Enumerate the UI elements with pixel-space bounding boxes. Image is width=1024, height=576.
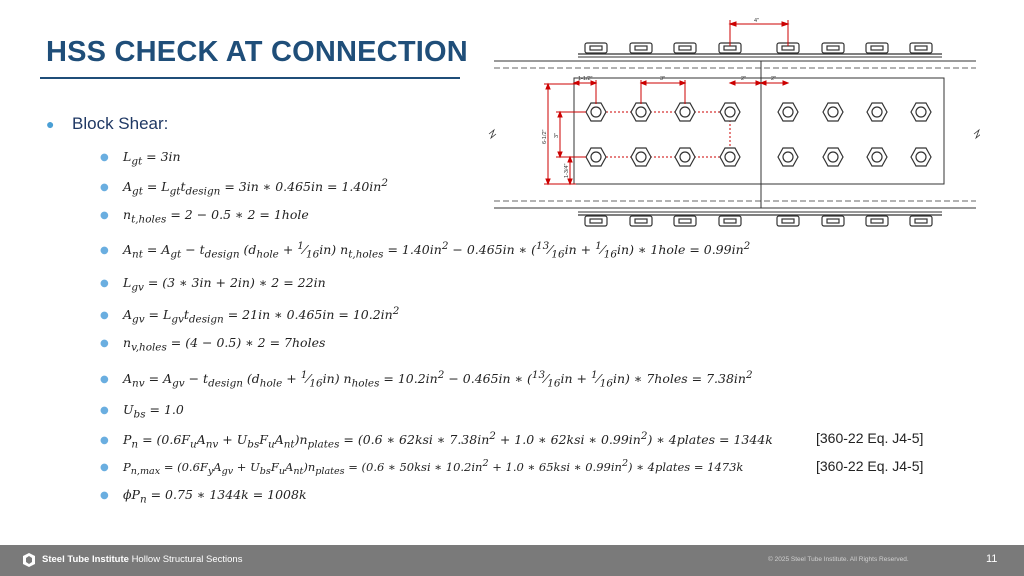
- equation-item: ●Pn,max = (0.6FyAgv + UbsFuAnt)nplates =…: [100, 458, 744, 478]
- dim-vertical-edge: 1-3/4": [564, 163, 570, 178]
- equation-item: ●Agv = Lgvtdesign = 21in ∗ 0.465in = 10.…: [100, 305, 400, 326]
- equation-item: ●nt,holes = 2 − 0.5 ∗ 2 = 1hole: [100, 207, 309, 226]
- footer-brand: Steel Tube Institute Hollow Structural S…: [42, 554, 242, 565]
- footer-brand-rest: Hollow Structural Sections: [131, 554, 243, 565]
- dim-top-spacing: 4": [754, 18, 759, 24]
- connection-diagram: 4" 1-1/2" 3" 2" 2" 6-1/2" 3" 1-3/4": [488, 18, 980, 227]
- equation-item: ●Agt = Lgttdesign = 3in ∗ 0.465in = 1.40…: [100, 177, 388, 198]
- main-bullet: ● Block Shear:: [46, 114, 168, 134]
- dim-edge-distance: 1-1/2": [578, 76, 593, 82]
- bullet-dot-icon: ●: [46, 116, 55, 132]
- dim-vertical-total: 6-1/2": [542, 129, 548, 144]
- footer-bar: Steel Tube Institute Hollow Structural S…: [0, 545, 1024, 576]
- equation-item: ●Lgv = (3 ∗ 3in + 2in) ∗ 2 = 22in: [100, 275, 326, 294]
- reference-label: [360-22 Eq. J4-5]: [816, 430, 924, 446]
- bolt-pattern: [585, 102, 932, 167]
- dimension-lines: [544, 20, 790, 186]
- bottom-bolt-row: [584, 215, 933, 227]
- main-bullet-label: Block Shear:: [72, 114, 169, 133]
- equation-item: ●nv,holes = (4 − 0.5) ∗ 2 = 7holes: [100, 335, 326, 354]
- reference-label: [360-22 Eq. J4-5]: [816, 458, 924, 474]
- sti-logo-icon: [23, 553, 35, 567]
- slide-title: HSS CHECK AT CONNECTION: [46, 36, 468, 68]
- dim-gap-right: 2": [771, 76, 776, 82]
- footer-brand-bold: Steel Tube Institute: [42, 554, 129, 565]
- equation-item: ●Pn = (0.6FuAnv + UbsFuAnt)nplates = (0.…: [100, 430, 773, 451]
- dim-pitch: 3": [660, 76, 665, 82]
- equation-item: ●Ant = Agt − tdesign (dhole + 1⁄16in) nt…: [100, 240, 751, 261]
- title-underline: [40, 77, 460, 79]
- equation-item: ●Ubs = 1.0: [100, 402, 184, 421]
- top-bolt-row: [584, 42, 933, 54]
- equation-item: ●Anv = Agv − tdesign (dhole + 1⁄16in) nh…: [100, 369, 753, 390]
- footer-copyright: © 2025 Steel Tube Institute. All Rights …: [768, 556, 909, 563]
- dimension-labels: 4" 1-1/2" 3" 2" 2" 6-1/2" 3" 1-3/4": [542, 18, 776, 178]
- page-number: 11: [986, 553, 998, 565]
- equation-item: ●Lgt = 3in: [100, 149, 181, 168]
- dim-vertical-middle: 3": [554, 133, 560, 138]
- dim-gap-left: 2": [741, 76, 746, 82]
- equation-item: ●ϕPn = 0.75 ∗ 1344k = 1008k: [100, 487, 307, 506]
